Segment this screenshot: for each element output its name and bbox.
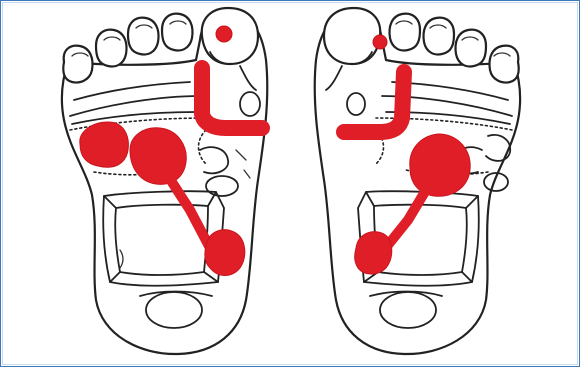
left-foot	[62, 8, 267, 354]
right-little-toe	[490, 46, 519, 83]
right-foot	[315, 8, 520, 354]
right-fourth-toe	[456, 30, 487, 67]
left-big-toe-spot	[216, 26, 232, 42]
right-lower-spot	[355, 232, 392, 274]
right-central-spot	[410, 134, 470, 196]
right-second-toe	[390, 14, 421, 51]
left-lower-spot	[205, 230, 245, 276]
left-fourth-toe	[96, 30, 127, 67]
left-outer-spot	[80, 122, 129, 167]
left-third-toe	[128, 18, 159, 55]
right-big-toe-spot	[373, 35, 387, 49]
left-little-toe	[63, 46, 92, 83]
right-third-toe	[424, 18, 455, 55]
left-second-toe	[162, 14, 193, 51]
right-big-toe	[324, 8, 380, 64]
